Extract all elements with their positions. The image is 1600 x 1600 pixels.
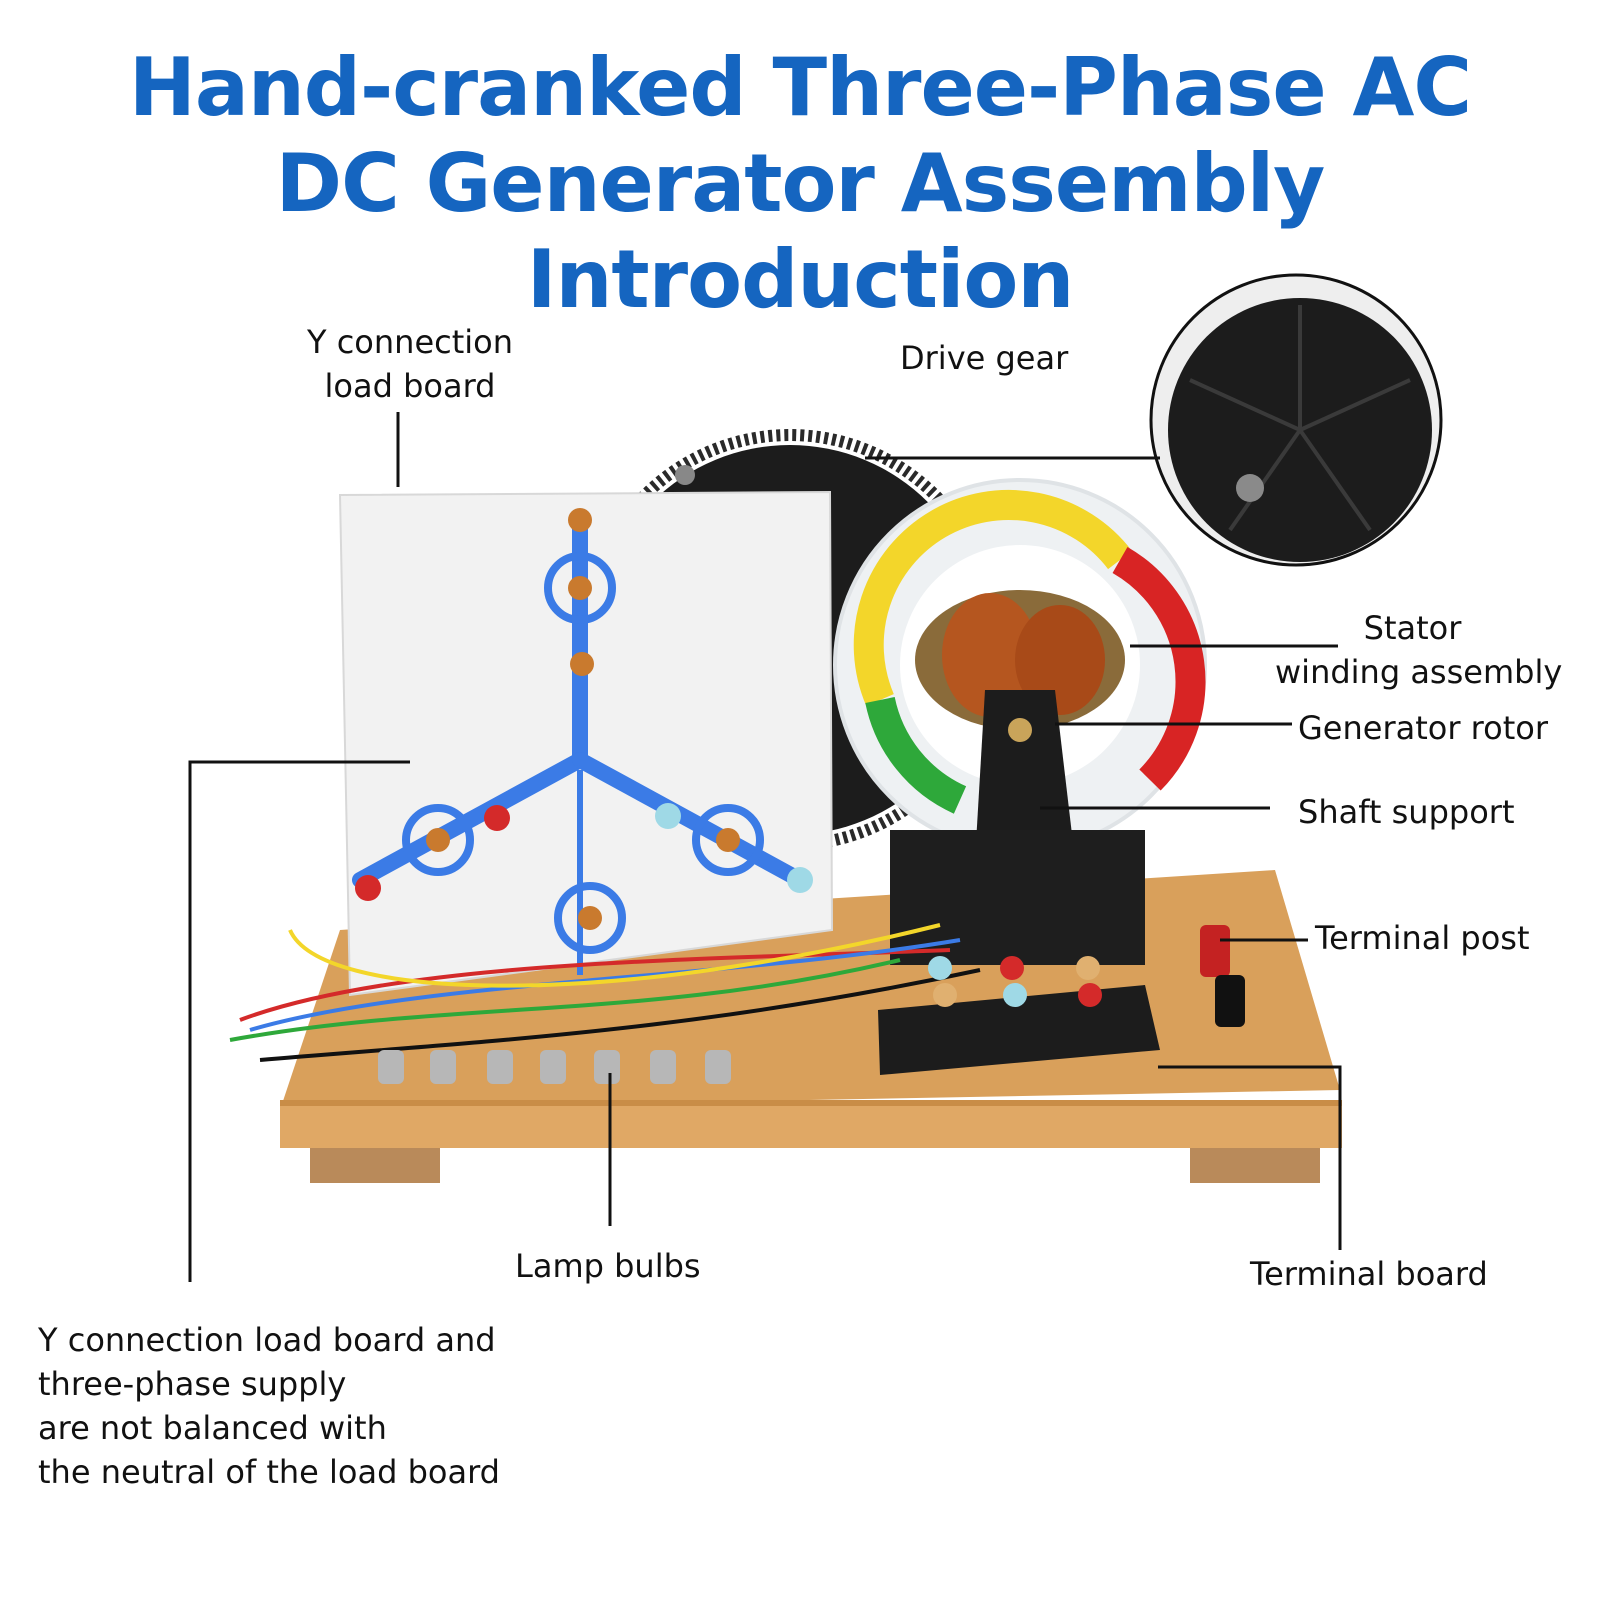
label-y-connection-load-board: Y connection load board xyxy=(306,323,514,405)
lamp-bulbs xyxy=(378,1050,731,1084)
label-shaft-support: Shaft support xyxy=(1298,793,1515,831)
note-line: are not balanced with xyxy=(38,1409,387,1447)
balance-note: Y connection load board and three-phase … xyxy=(38,1318,500,1494)
label-stator-winding-assembly: Stator winding assembly xyxy=(1275,609,1563,691)
label-terminal-board: Terminal board xyxy=(1250,1255,1488,1293)
generator-rotor xyxy=(915,590,1125,730)
wire-bundle xyxy=(229,923,981,1062)
page-title-line1: Hand-cranked Three-Phase AC xyxy=(128,41,1472,134)
terminal-board xyxy=(878,956,1160,1075)
note-line: the neutral of the load board xyxy=(38,1453,500,1491)
terminal-posts xyxy=(1200,925,1245,1027)
note-line: three-phase supply xyxy=(38,1365,347,1403)
label-drive-gear: Drive gear xyxy=(900,339,1069,377)
leader-lines xyxy=(188,412,1342,1282)
page-title-line2: DC Generator Assembly Introduction xyxy=(275,137,1326,326)
y-connection-load-board xyxy=(338,490,834,997)
label-lamp-bulbs: Lamp bulbs xyxy=(515,1247,701,1285)
label-generator-rotor: Generator rotor xyxy=(1298,709,1548,747)
note-line: Y connection load board and xyxy=(38,1321,496,1359)
label-terminal-post: Terminal post xyxy=(1315,919,1530,957)
drive-gear-detail-inset xyxy=(1149,273,1443,567)
